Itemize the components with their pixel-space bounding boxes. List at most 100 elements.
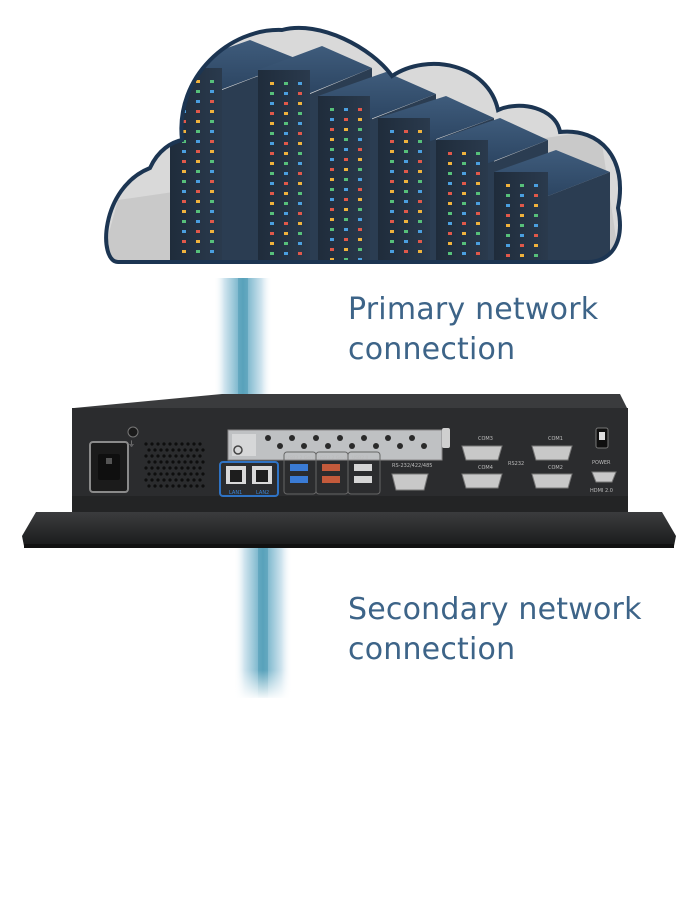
status-led (476, 152, 480, 155)
status-led (182, 130, 186, 133)
status-led (418, 130, 422, 133)
vent-hole (162, 454, 166, 458)
usb32-gen2-label: USB3.2 Gen2 (318, 455, 348, 461)
hdmi-port[interactable] (591, 471, 617, 483)
status-led (418, 280, 422, 283)
vent-hole (198, 442, 202, 446)
status-led (344, 268, 348, 271)
vent-hole (162, 478, 166, 482)
status-led (196, 180, 200, 183)
vent-hole (189, 484, 193, 488)
status-led (390, 240, 394, 243)
status-led (330, 118, 334, 121)
vent-hole (177, 472, 181, 476)
com1-label: COM1 (548, 436, 563, 442)
com4-port[interactable] (461, 473, 503, 489)
status-led (506, 254, 510, 257)
lan1-port[interactable] (226, 466, 246, 484)
vent-hole (201, 448, 205, 452)
status-led (284, 222, 288, 225)
status-led (284, 152, 288, 155)
vent-hole (144, 442, 148, 446)
status-led (344, 108, 348, 111)
status-led (506, 224, 510, 227)
status-led (390, 170, 394, 173)
serial-label: RS-232/422/485 (392, 463, 432, 469)
usb-port[interactable] (354, 464, 372, 471)
status-led (210, 250, 214, 253)
usb-port[interactable] (354, 476, 372, 483)
status-led (390, 280, 394, 283)
status-led (298, 242, 302, 245)
com4-label: COM4 (478, 465, 493, 471)
status-led (298, 222, 302, 225)
rs232-label: RS232 (508, 461, 524, 467)
expansion-slot-bracket (227, 429, 443, 461)
status-led (298, 142, 302, 145)
status-led (404, 270, 408, 273)
status-led (462, 282, 466, 285)
status-led (344, 148, 348, 151)
status-led (448, 272, 452, 275)
status-led (476, 202, 480, 205)
usb-port[interactable] (322, 464, 340, 471)
vent-hole (171, 484, 175, 488)
status-led (182, 150, 186, 153)
com3-port[interactable] (461, 445, 503, 461)
usb-port[interactable] (290, 464, 308, 471)
status-led (284, 182, 288, 185)
vent-hole (192, 478, 196, 482)
status-led (358, 228, 362, 231)
status-led (534, 234, 538, 237)
status-led (534, 224, 538, 227)
com1-port[interactable] (531, 445, 573, 461)
status-led (330, 198, 334, 201)
vent-hole (162, 466, 166, 470)
status-led (390, 140, 394, 143)
status-led (534, 284, 538, 287)
status-led (182, 230, 186, 233)
usb-port[interactable] (290, 476, 308, 483)
lan1-label: LAN1 (229, 490, 242, 496)
status-led (330, 238, 334, 241)
status-led (210, 120, 214, 123)
status-led (182, 210, 186, 213)
status-led (448, 182, 452, 185)
status-led (358, 268, 362, 271)
status-led (534, 204, 538, 207)
lan2-port[interactable] (252, 466, 272, 484)
secondary-cable (226, 548, 300, 700)
usb20-label: USB2.0 (352, 455, 369, 461)
status-led (358, 168, 362, 171)
serial-port[interactable]: RS-232/422/485 (391, 463, 432, 491)
status-led (298, 172, 302, 175)
com2-port[interactable] (531, 473, 573, 489)
status-led (418, 270, 422, 273)
status-led (344, 138, 348, 141)
power-switch[interactable] (595, 427, 609, 449)
vent-hole (156, 466, 160, 470)
vent-hole (180, 466, 184, 470)
status-led (210, 100, 214, 103)
usb-port[interactable] (322, 476, 340, 483)
status-led (418, 160, 422, 163)
status-led (404, 180, 408, 183)
status-led (210, 80, 214, 83)
vent-hole (171, 460, 175, 464)
status-led (506, 264, 510, 267)
slot-hole (385, 435, 391, 441)
status-led (390, 220, 394, 223)
vent-hole (180, 442, 184, 446)
vent-hole (198, 454, 202, 458)
vent-hole (186, 478, 190, 482)
vent-hole (183, 472, 187, 476)
status-led (344, 248, 348, 251)
com3-label: COM3 (478, 436, 493, 442)
vent-hole (165, 448, 169, 452)
status-led (404, 200, 408, 203)
status-led (476, 252, 480, 255)
front-bezel (22, 512, 676, 546)
status-led (270, 242, 274, 245)
status-led (284, 202, 288, 205)
